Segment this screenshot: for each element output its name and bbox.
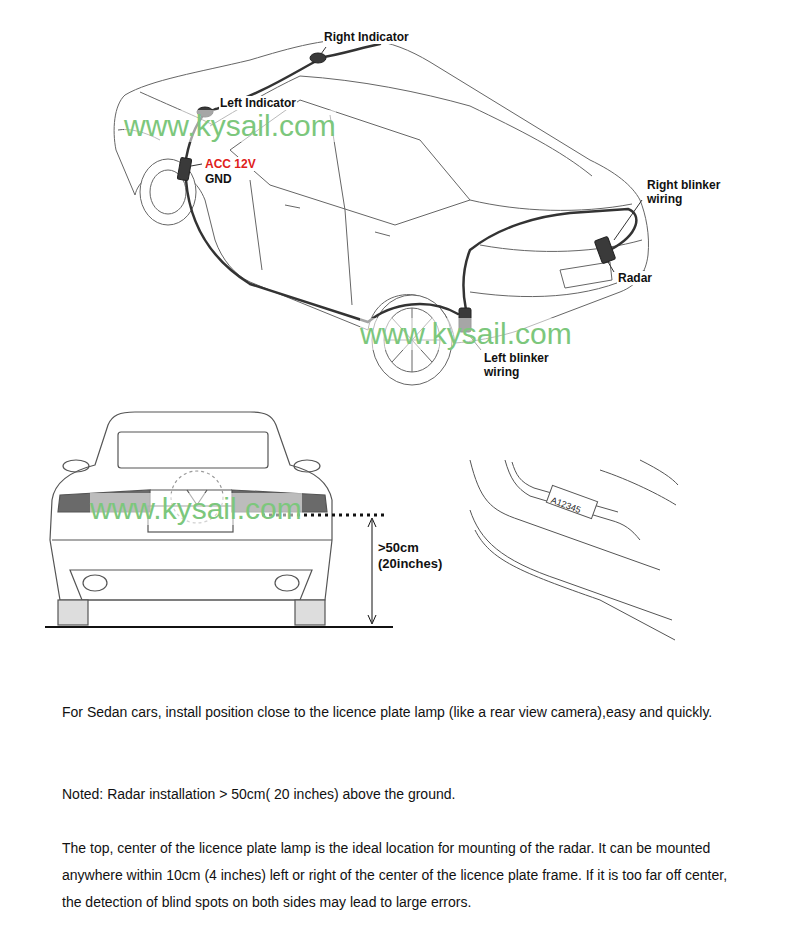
rear-view-car bbox=[70, 570, 312, 600]
wiring-modules bbox=[177, 157, 192, 181]
sedan-drawing bbox=[250, 180, 262, 270]
dimension bbox=[45, 515, 393, 627]
sedan-drawing bbox=[470, 200, 632, 210]
wiring bbox=[318, 44, 380, 58]
sedan-drawing bbox=[114, 39, 648, 385]
dimension bbox=[45, 626, 393, 628]
watermark: www.kysail.com bbox=[360, 318, 572, 350]
part-label: Left Indicator bbox=[219, 96, 297, 110]
signal-label: ACC 12V bbox=[204, 157, 257, 171]
sedan-drawing bbox=[345, 210, 352, 305]
plate-detail bbox=[640, 460, 678, 485]
part-label: Right Indicator bbox=[323, 30, 410, 44]
rear-view-car bbox=[294, 460, 320, 472]
rear-view-car bbox=[52, 539, 332, 540]
note-text: Noted: Radar installation > 50cm( 20 inc… bbox=[62, 781, 742, 808]
leader-line bbox=[191, 47, 642, 350]
wiring-modules bbox=[177, 53, 616, 332]
watermark: www.kysail.com bbox=[124, 110, 336, 142]
dimension bbox=[372, 520, 373, 622]
leader-line bbox=[614, 200, 642, 240]
wiring bbox=[185, 44, 636, 322]
dimension bbox=[368, 615, 376, 624]
leader-line bbox=[191, 164, 202, 166]
rear-view-car bbox=[63, 460, 89, 472]
part-label: Radar bbox=[617, 271, 653, 285]
wiring bbox=[205, 60, 318, 113]
rear-view-car bbox=[50, 412, 332, 600]
wiring-modules bbox=[594, 236, 615, 263]
note-text: The top, center of the licence plate lam… bbox=[62, 835, 744, 916]
plate-detail bbox=[470, 460, 660, 570]
plate-detail bbox=[505, 460, 640, 540]
leader-line bbox=[321, 47, 326, 54]
signal-label: GND bbox=[204, 172, 233, 186]
rear-view-car bbox=[295, 600, 325, 625]
plate-detail bbox=[475, 530, 675, 640]
sedan-drawing bbox=[375, 232, 390, 236]
sedan-drawing bbox=[114, 39, 648, 343]
rear-view-car bbox=[150, 489, 232, 490]
wiring-modules bbox=[310, 53, 326, 63]
rear-view-car bbox=[50, 412, 332, 625]
wiring bbox=[463, 209, 636, 310]
plate-detail bbox=[546, 485, 597, 518]
wiring bbox=[186, 180, 458, 322]
rear-view-car bbox=[58, 600, 88, 625]
part-label: Right blinker wiring bbox=[646, 178, 730, 206]
note-text: For Sedan cars, install position close t… bbox=[62, 699, 730, 726]
sedan-drawing bbox=[285, 205, 300, 208]
dimension bbox=[368, 518, 376, 527]
watermark: www.kysail.com bbox=[90, 493, 302, 525]
rear-view-car bbox=[275, 575, 299, 591]
leader-line bbox=[608, 262, 614, 272]
part-label: Left blinker wiring bbox=[483, 351, 559, 379]
sedan-drawing bbox=[560, 262, 612, 288]
plate-detail bbox=[600, 470, 676, 505]
rear-view-car bbox=[83, 575, 107, 591]
dimension-label: >50cm (20inches) bbox=[378, 540, 452, 572]
plate-detail bbox=[470, 460, 678, 640]
rear-view-car bbox=[118, 432, 268, 468]
plate-detail bbox=[470, 510, 672, 620]
